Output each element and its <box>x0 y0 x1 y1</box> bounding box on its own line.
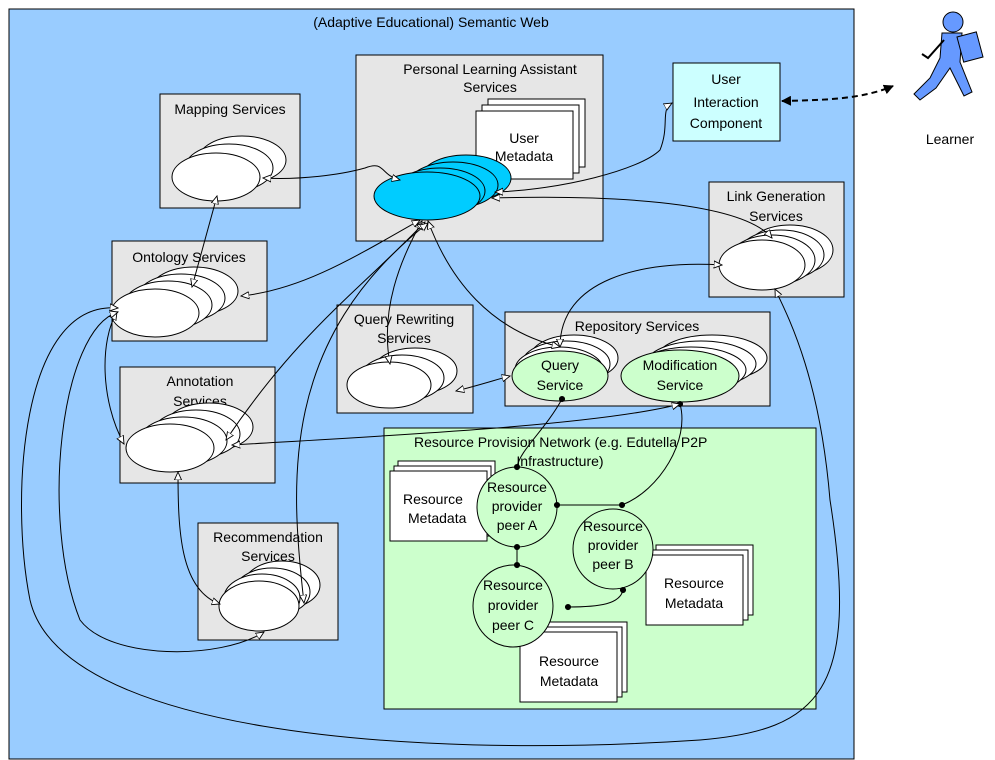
uic-line1: User <box>711 71 741 87</box>
uic-line2: Interaction <box>693 94 758 110</box>
res-meta-b-line2: Metadata <box>665 595 724 611</box>
query-service: Query Service <box>511 350 609 402</box>
annotation-line1: Annotation <box>167 373 234 389</box>
query-rewriting-services-box: Query Rewriting Services <box>336 304 474 414</box>
modification-service: Modification Service <box>620 349 740 403</box>
link-generation-services-box: Link Generation Services <box>708 181 845 298</box>
peer-c-line1: Resource <box>483 577 543 593</box>
resource-provider-peer-b: Resource provider peer B <box>572 508 654 590</box>
pla-label-line1: Personal Learning Assistant <box>403 61 577 77</box>
res-meta-b-line1: Resource <box>664 575 724 591</box>
service-connectors <box>21 84 894 747</box>
recommendation-line1: Recommendation <box>213 529 323 545</box>
query-service-line2: Service <box>537 377 584 393</box>
peer-b-line3: peer B <box>592 556 633 572</box>
peer-b-line2: provider <box>588 537 639 553</box>
rpn-line1: Resource Provision Network (e.g. Edutell… <box>414 434 707 450</box>
user-interaction-component: User Interaction Component <box>672 62 781 142</box>
res-meta-c-line1: Resource <box>539 653 599 669</box>
rpn-line2: Infrastructure) <box>516 453 603 469</box>
linkgen-line2: Services <box>749 208 803 224</box>
annotation-services-box: Annotation Services <box>119 366 276 484</box>
pla-label-line2: Services <box>463 79 517 95</box>
res-meta-a-line1: Resource <box>403 491 463 507</box>
ontology-services-box: Ontology Services <box>110 240 268 342</box>
diagram-title: (Adaptive Educational) Semantic Web <box>313 14 549 30</box>
linkgen-line1: Link Generation <box>727 188 826 204</box>
queryrw-line1: Query Rewriting <box>354 311 454 327</box>
repository-services-box: Repository Services Query Service Modifi… <box>504 311 771 407</box>
ontology-services-label: Ontology Services <box>132 249 246 265</box>
resource-provider-peer-c: Resource provider peer C <box>472 564 554 648</box>
resource-provision-network-box: Resource Provision Network (e.g. Edutell… <box>383 427 817 710</box>
mapping-services-label: Mapping Services <box>174 101 285 117</box>
res-meta-a-line2: Metadata <box>408 510 467 526</box>
res-meta-c-line2: Metadata <box>540 673 599 689</box>
query-service-line1: Query <box>541 357 579 373</box>
pla-services-box: Personal Learning Assistant Services Use… <box>355 54 604 242</box>
resource-provider-peer-a: Resource provider peer A <box>476 466 558 548</box>
repository-services-label: Repository Services <box>575 318 700 334</box>
peer-b-line1: Resource <box>583 518 643 534</box>
peer-c-line2: provider <box>488 597 539 613</box>
mapping-services-box: Mapping Services <box>159 93 301 209</box>
recommendation-services-box: Recommendation Services <box>197 522 339 641</box>
peer-a-line1: Resource <box>487 479 547 495</box>
peer-a-line3: peer A <box>497 517 538 533</box>
resource-metadata-b: Resource Metadata <box>645 544 754 626</box>
uic-line3: Component <box>690 115 762 131</box>
peer-c-line3: peer C <box>492 617 534 633</box>
peer-a-line2: provider <box>492 498 543 514</box>
modification-service-line2: Service <box>657 377 704 393</box>
modification-service-line1: Modification <box>643 357 718 373</box>
resource-metadata-c: Resource Metadata <box>519 621 628 703</box>
learner-icon <box>913 11 984 101</box>
learner-label: Learner <box>926 131 975 147</box>
user-metadata-line2: Metadata <box>495 148 554 164</box>
user-metadata-line1: User <box>509 130 539 146</box>
queryrw-line2: Services <box>377 330 431 346</box>
